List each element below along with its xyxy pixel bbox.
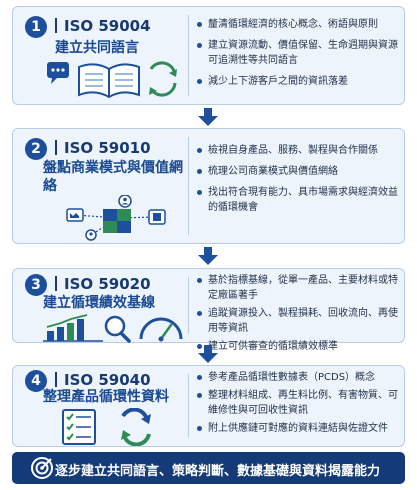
bullet-item: 整理材料組成、再生料比例、有害物質、可維修性與可回收性資訊: [194, 388, 398, 418]
iso-standard-label: ISO 59004: [55, 17, 151, 35]
checklist-recycle-icon: [62, 408, 151, 446]
bullet-item: 追蹤資源投入、製程損耗、回收流向、再使用等資訊: [194, 306, 398, 336]
section-title: 盤點商業模式與價值網絡: [43, 160, 183, 194]
iso-standard-label: ISO 59040: [55, 371, 151, 389]
bullet-item: 參考產品循環性數據表（PCDS）概念: [194, 370, 398, 385]
step-number-badge: 1: [25, 16, 47, 38]
step-number-badge: 2: [25, 138, 47, 160]
bullet-item: 減少上下游客戶之間的資訊落差: [194, 74, 398, 89]
section-title: 建立循環績效基線: [43, 295, 155, 311]
summary-banner: 逐步建立共同語言、策略判斷、數據基礎與資料揭露能力: [12, 452, 405, 484]
bullet-list: 基於指標基線，從單一產品、主要材料或特定廠區著手 追蹤資源投入、製程損耗、回收流…: [194, 273, 398, 360]
bullet-item: 檢視自身產品、服務、製程與合作關係: [194, 143, 398, 158]
section-card-2: 2 ISO 59010 盤點商業模式與價值網絡 檢視自身產品、服務、製程與合作關…: [12, 128, 405, 244]
arrow-down-icon: [198, 108, 218, 126]
bullet-item: 梳理公司商業模式與價值網絡: [194, 164, 398, 179]
puzzle-network-icon: [66, 195, 166, 241]
arrow-down-icon: [198, 345, 218, 363]
bullet-list: 釐清循環經濟的核心概念、術語與原則 建立資源流動、價值保留、生命週期與資源可追溯…: [194, 17, 398, 95]
section-title: 建立共同語言: [55, 40, 139, 56]
bullet-item: 附上供應鏈可對應的資料連結與佐證文件: [194, 421, 398, 436]
section-title: 整理產品循環性資料: [43, 389, 169, 405]
bullet-item: 釐清循環經濟的核心概念、術語與原則: [194, 17, 398, 32]
target-icon: [31, 457, 53, 479]
section-card-1: 1 ISO 59004 建立共同語言 釐清循環經濟的核心概念、術語與原則 建立資…: [12, 6, 405, 105]
bullet-item: 基於指標基線，從單一產品、主要材料或特定廠區著手: [194, 273, 398, 303]
summary-text: 逐步建立共同語言、策略判斷、數據基礎與資料揭露能力: [54, 464, 380, 479]
book-chat-cycle-icon: [47, 61, 177, 99]
chart-magnifier-gauge-icon: [43, 314, 183, 343]
bullet-list: 參考產品循環性數據表（PCDS）概念 整理材料組成、再生料比例、有害物質、可維修…: [194, 370, 398, 442]
section-card-3: 3 ISO 59020 建立循環績效基線 基於指標基線，從單一產品、主要材料或特…: [12, 268, 405, 352]
iso-standard-label: ISO 59010: [55, 139, 151, 157]
step-number-badge: 3: [25, 274, 47, 296]
iso-standard-label: ISO 59020: [55, 275, 151, 293]
bullet-item: 建立資源流動、價值保留、生命週期與資源可追溯性等共同語言: [194, 38, 398, 68]
bullet-list: 檢視自身產品、服務、製程與合作關係 梳理公司商業模式與價值網絡 找出符合現有能力…: [194, 143, 398, 221]
bullet-item: 找出符合現有能力、具市場需求與經濟效益的循環機會: [194, 185, 398, 215]
bullet-item: 建立可供審查的循環績效標準: [194, 339, 398, 354]
arrow-down-icon: [198, 247, 218, 265]
step-number-badge: 4: [25, 370, 47, 392]
section-card-4: 4 ISO 59040 整理產品循環性資料 參考產品循環性數據表（PCDS）概念…: [12, 365, 405, 447]
